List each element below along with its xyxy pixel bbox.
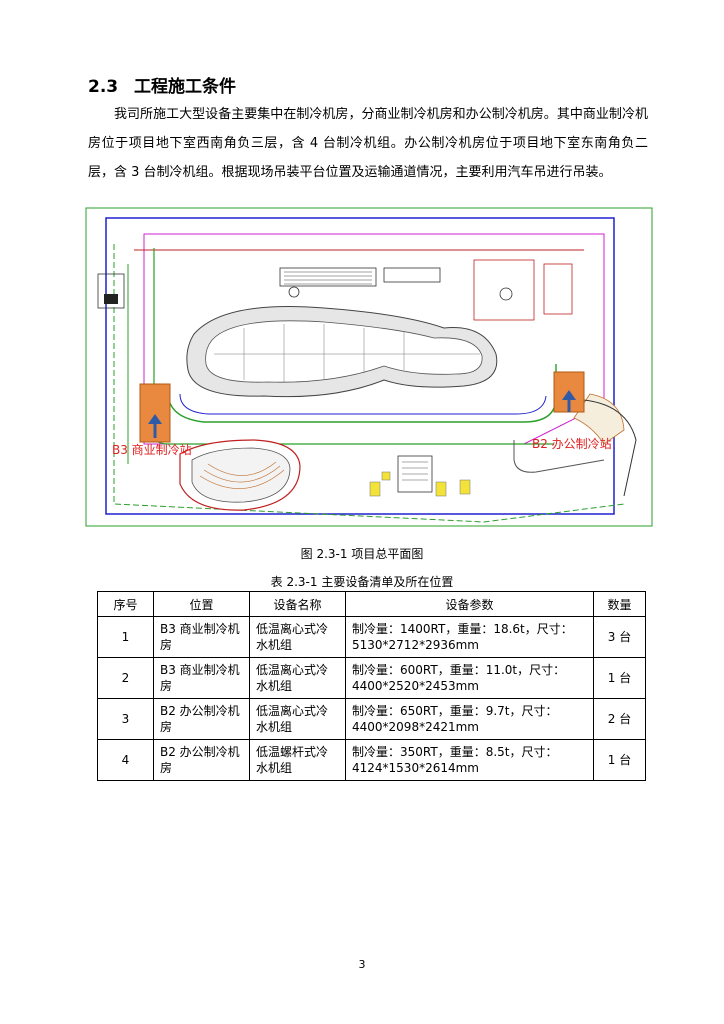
- cell-equipment-params: 制冷量：600RT，重量：11.0t，尺寸：4400*2520*2453mm: [345, 657, 594, 699]
- cell-index: 4: [97, 739, 154, 781]
- cell-quantity: 2 台: [593, 698, 646, 740]
- cell-location: B2 办公制冷机房: [153, 698, 250, 740]
- cell-equipment-name: 低温离心式冷水机组: [249, 698, 346, 740]
- cell-quantity: 1 台: [593, 657, 646, 699]
- cell-location: B2 办公制冷机房: [153, 739, 250, 781]
- table-header-row: 序号 位置 设备名称 设备参数 数量: [97, 591, 646, 617]
- section-number: 2.3: [88, 77, 119, 97]
- cell-index: 1: [97, 616, 154, 658]
- cell-equipment-params: 制冷量：650RT，重量：9.7t，尺寸：4400*2098*2421mm: [345, 698, 594, 740]
- header-index: 序号: [97, 591, 154, 617]
- table-row: 2 B3 商业制冷机房 低温离心式冷水机组 制冷量：600RT，重量：11.0t…: [97, 657, 646, 699]
- cell-index: 2: [97, 657, 154, 699]
- site-plan-drawing: B3 商业制冷站 B2 办公制冷站: [84, 204, 656, 530]
- page-number: 3: [358, 958, 366, 971]
- table-caption: 表 2.3-1 主要设备清单及所在位置: [270, 575, 454, 589]
- cell-equipment-params: 制冷量：350RT，重量：8.5t，尺寸：4124*1530*2614mm: [345, 739, 594, 781]
- cell-location: B3 商业制冷机房: [153, 616, 250, 658]
- cell-quantity: 3 台: [593, 616, 646, 658]
- cell-equipment-name: 低温离心式冷水机组: [249, 657, 346, 699]
- table-row: 4 B2 办公制冷机房 低温螺杆式冷水机组 制冷量：350RT，重量：8.5t，…: [97, 739, 646, 781]
- b3-arrow-icon: [148, 414, 162, 424]
- section-heading: 2.3 工程施工条件: [88, 72, 236, 97]
- b2-station-label: B2 办公制冷站: [532, 436, 612, 451]
- site-plan-figure: B3 商业制冷站 B2 办公制冷站: [84, 204, 656, 530]
- section-title: 工程施工条件: [134, 77, 237, 97]
- header-equipment-name: 设备名称: [249, 591, 346, 617]
- b2-arrow-icon: [562, 390, 576, 400]
- header-equipment-params: 设备参数: [345, 591, 594, 617]
- body-paragraph: 我司所施工大型设备主要集中在制冷机房，分商业制冷机房和办公制冷机房。其中商业制冷…: [88, 107, 648, 180]
- header-quantity: 数量: [593, 591, 646, 617]
- cell-equipment-params: 制冷量：1400RT，重量：18.6t，尺寸：5130*2712*2936mm: [345, 616, 594, 658]
- cell-index: 3: [97, 698, 154, 740]
- b3-station-label: B3 商业制冷站: [112, 442, 192, 457]
- table-row: 3 B2 办公制冷机房 低温离心式冷水机组 制冷量：650RT，重量：9.7t，…: [97, 698, 646, 740]
- figure-caption: 图 2.3-1 项目总平面图: [300, 547, 424, 561]
- cell-equipment-name: 低温螺杆式冷水机组: [249, 739, 346, 781]
- header-location: 位置: [153, 591, 250, 617]
- equipment-table: 序号 位置 设备名称 设备参数 数量 1 B3 商业制冷机房 低温离心式冷水机组…: [97, 591, 646, 781]
- cell-equipment-name: 低温离心式冷水机组: [249, 616, 346, 658]
- cell-location: B3 商业制冷机房: [153, 657, 250, 699]
- cell-quantity: 1 台: [593, 739, 646, 781]
- table-row: 1 B3 商业制冷机房 低温离心式冷水机组 制冷量：1400RT，重量：18.6…: [97, 616, 646, 658]
